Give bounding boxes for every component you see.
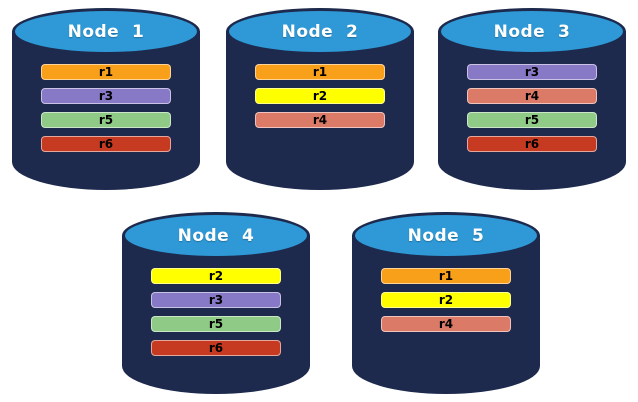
replica-bar-r5: r5 <box>41 112 171 128</box>
replica-bar-r6: r6 <box>467 136 597 152</box>
replica-label: r3 <box>98 89 114 103</box>
replica-list: r1 r2 r4 <box>381 268 511 340</box>
cylinder-body <box>226 31 414 190</box>
replica-bar-r3: r3 <box>151 292 281 308</box>
replica-label: r5 <box>524 113 540 127</box>
replica-list: r1 r2 r4 <box>255 64 385 136</box>
replica-bar-r1: r1 <box>41 64 171 80</box>
replica-list: r2 r3 r5 r6 <box>151 268 281 364</box>
cylinder-top: Node 2 <box>226 8 414 55</box>
cylinder-top: Node 4 <box>122 212 310 259</box>
database-node: Node 5 r1 r2 r4 <box>352 212 540 396</box>
node-label: Node 1 <box>67 21 145 42</box>
replica-bar-r3: r3 <box>41 88 171 104</box>
cylinder-top: Node 1 <box>12 8 200 55</box>
replica-label: r6 <box>98 137 114 151</box>
replica-label: r4 <box>438 317 454 331</box>
cylinder-body <box>122 235 310 394</box>
node-label: Node 4 <box>177 225 255 246</box>
node-label: Node 3 <box>493 21 571 42</box>
cylinder-body <box>352 235 540 394</box>
replica-bar-r2: r2 <box>381 292 511 308</box>
node-label: Node 2 <box>281 21 359 42</box>
node-label: Node 5 <box>407 225 485 246</box>
replica-bar-r3: r3 <box>467 64 597 80</box>
cylinder-body <box>438 31 626 190</box>
replica-label: r2 <box>312 89 328 103</box>
replica-label: r1 <box>312 65 328 79</box>
replica-label: r4 <box>524 89 540 103</box>
database-node: Node 4 r2 r3 r5 r6 <box>122 212 310 396</box>
replica-list: r3 r4 r5 r6 <box>467 64 597 160</box>
replica-label: r4 <box>312 113 328 127</box>
replica-bar-r1: r1 <box>255 64 385 80</box>
replica-bar-r6: r6 <box>41 136 171 152</box>
replica-label: r3 <box>524 65 540 79</box>
replica-bar-r5: r5 <box>467 112 597 128</box>
replica-bar-r2: r2 <box>151 268 281 284</box>
replica-list: r1 r3 r5 r6 <box>41 64 171 160</box>
cylinder-body <box>12 31 200 190</box>
database-node: Node 3 r3 r4 r5 r6 <box>438 8 626 192</box>
replica-bar-r2: r2 <box>255 88 385 104</box>
replica-label: r2 <box>438 293 454 307</box>
replica-label: r2 <box>208 269 224 283</box>
replica-label: r5 <box>98 113 114 127</box>
replica-label: r6 <box>524 137 540 151</box>
replica-label: r5 <box>208 317 224 331</box>
replica-bar-r4: r4 <box>255 112 385 128</box>
replica-bar-r1: r1 <box>381 268 511 284</box>
replica-bar-r4: r4 <box>467 88 597 104</box>
cylinder-top: Node 3 <box>438 8 626 55</box>
replica-label: r3 <box>208 293 224 307</box>
replica-label: r6 <box>208 341 224 355</box>
replica-bar-r4: r4 <box>381 316 511 332</box>
replica-label: r1 <box>98 65 114 79</box>
database-node: Node 1 r1 r3 r5 r6 <box>12 8 200 192</box>
replica-label: r1 <box>438 269 454 283</box>
database-node: Node 2 r1 r2 r4 <box>226 8 414 192</box>
replica-bar-r6: r6 <box>151 340 281 356</box>
replica-bar-r5: r5 <box>151 316 281 332</box>
cylinder-top: Node 5 <box>352 212 540 259</box>
